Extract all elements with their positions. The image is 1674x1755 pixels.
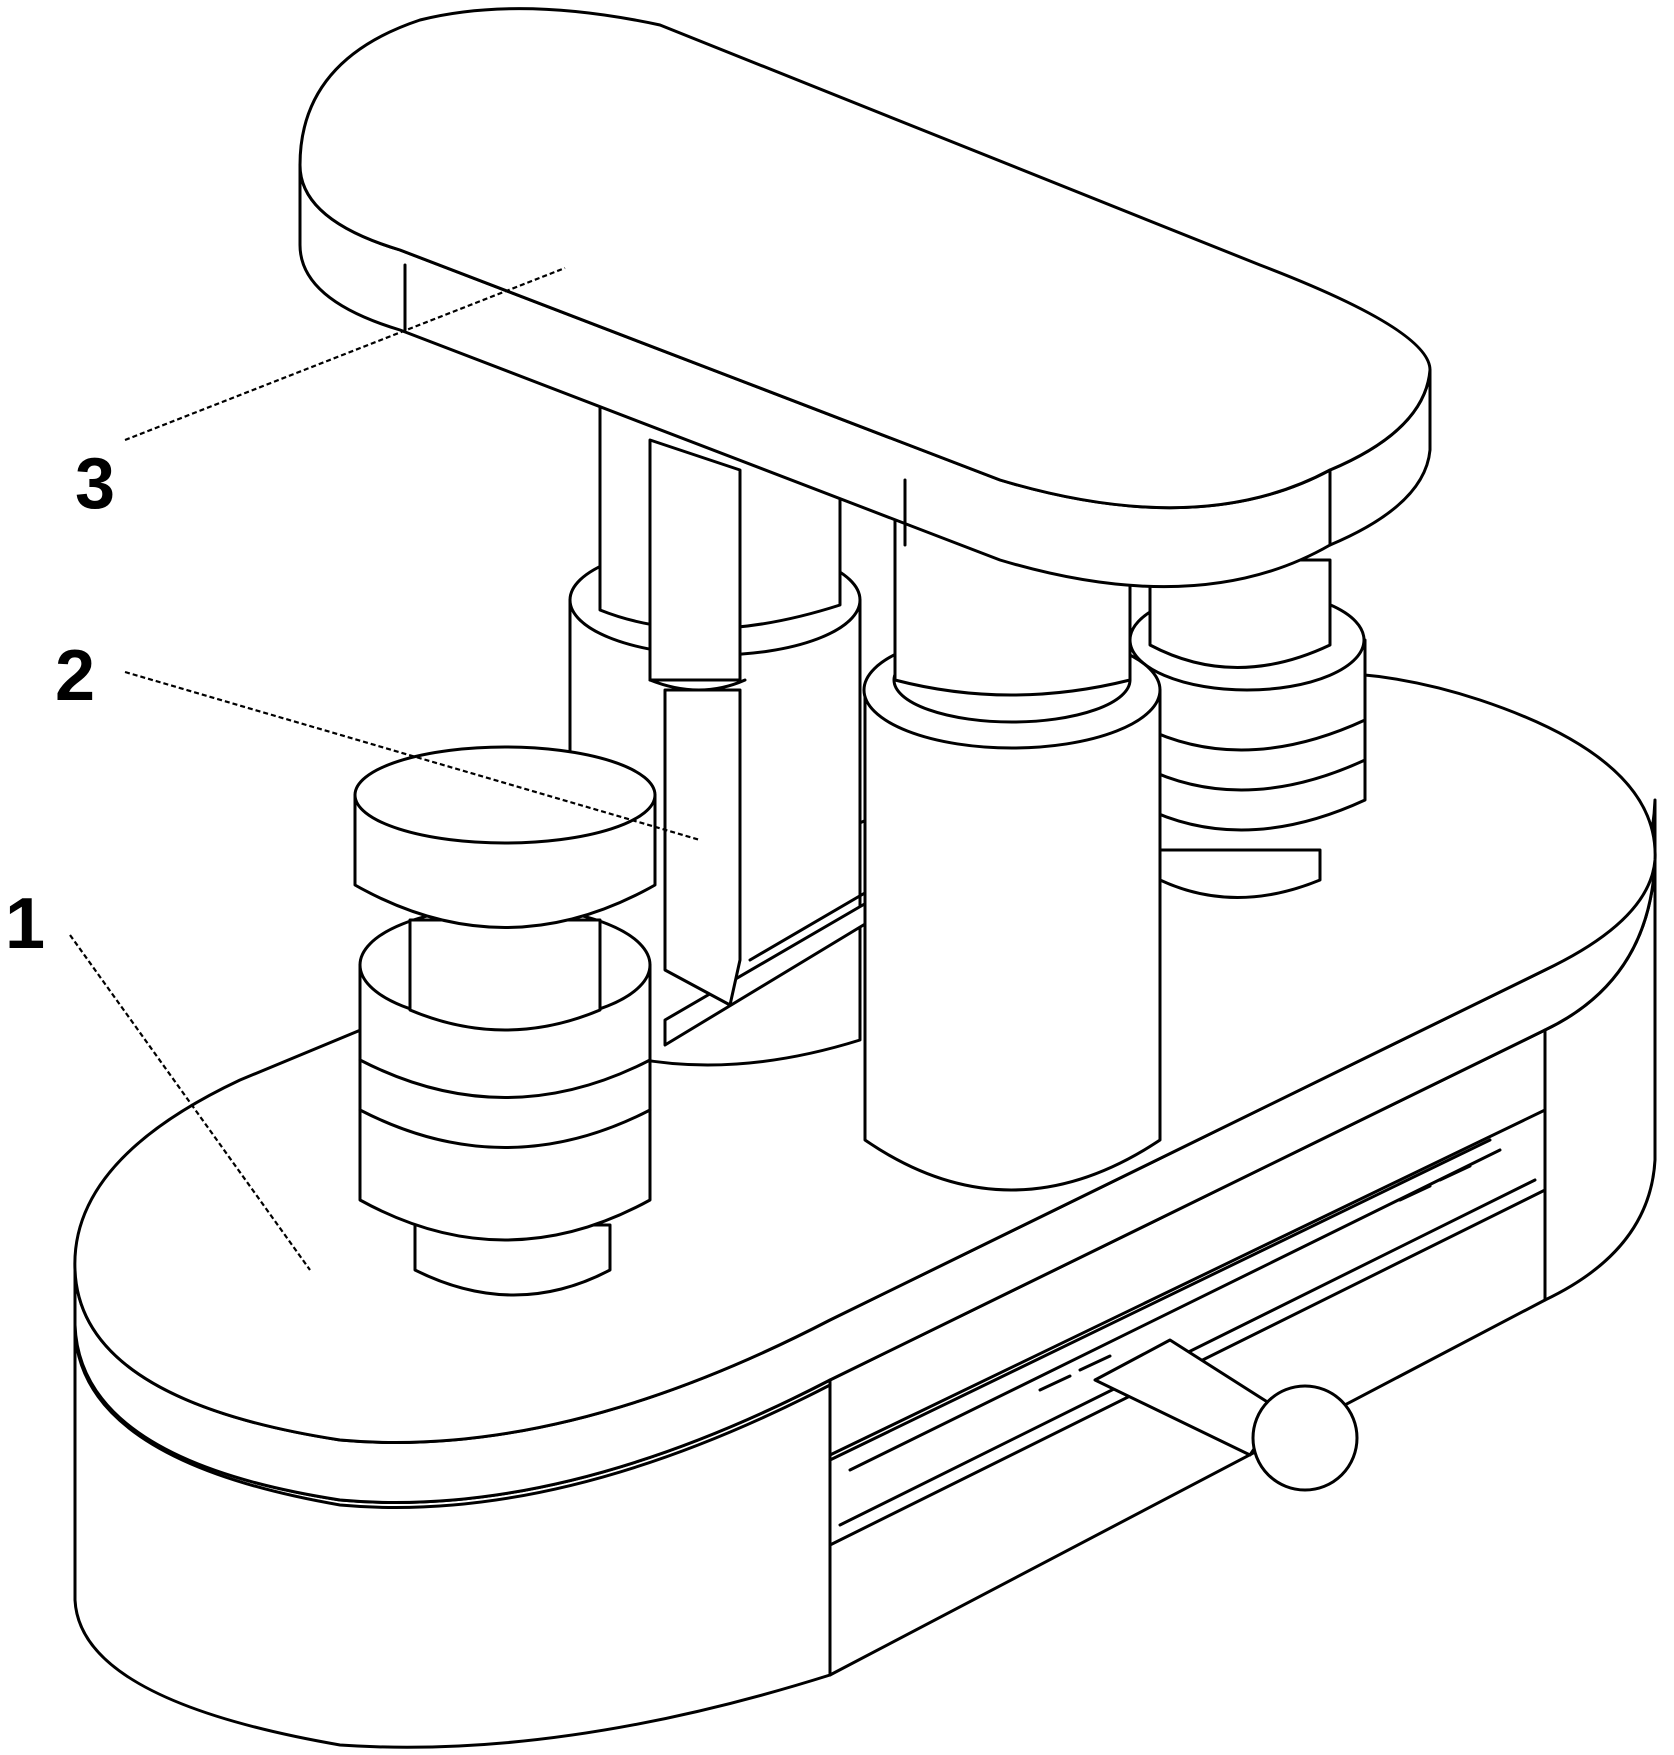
label-3: 3 (75, 444, 115, 524)
top-plate (298, 7, 1432, 589)
handle-knob (1251, 1384, 1359, 1492)
adjust-handle (1093, 1338, 1359, 1492)
cutting-blade (648, 438, 747, 1007)
rear-right-roller (1128, 558, 1367, 899)
leader-line-2 (124, 670, 701, 842)
label-2: 2 (55, 636, 95, 716)
front-right-cylinder (862, 518, 1162, 1192)
leader-line-1 (69, 934, 311, 1271)
label-1: 1 (5, 884, 45, 964)
leader-line-3 (124, 266, 566, 442)
front-left-roller (353, 745, 657, 1297)
